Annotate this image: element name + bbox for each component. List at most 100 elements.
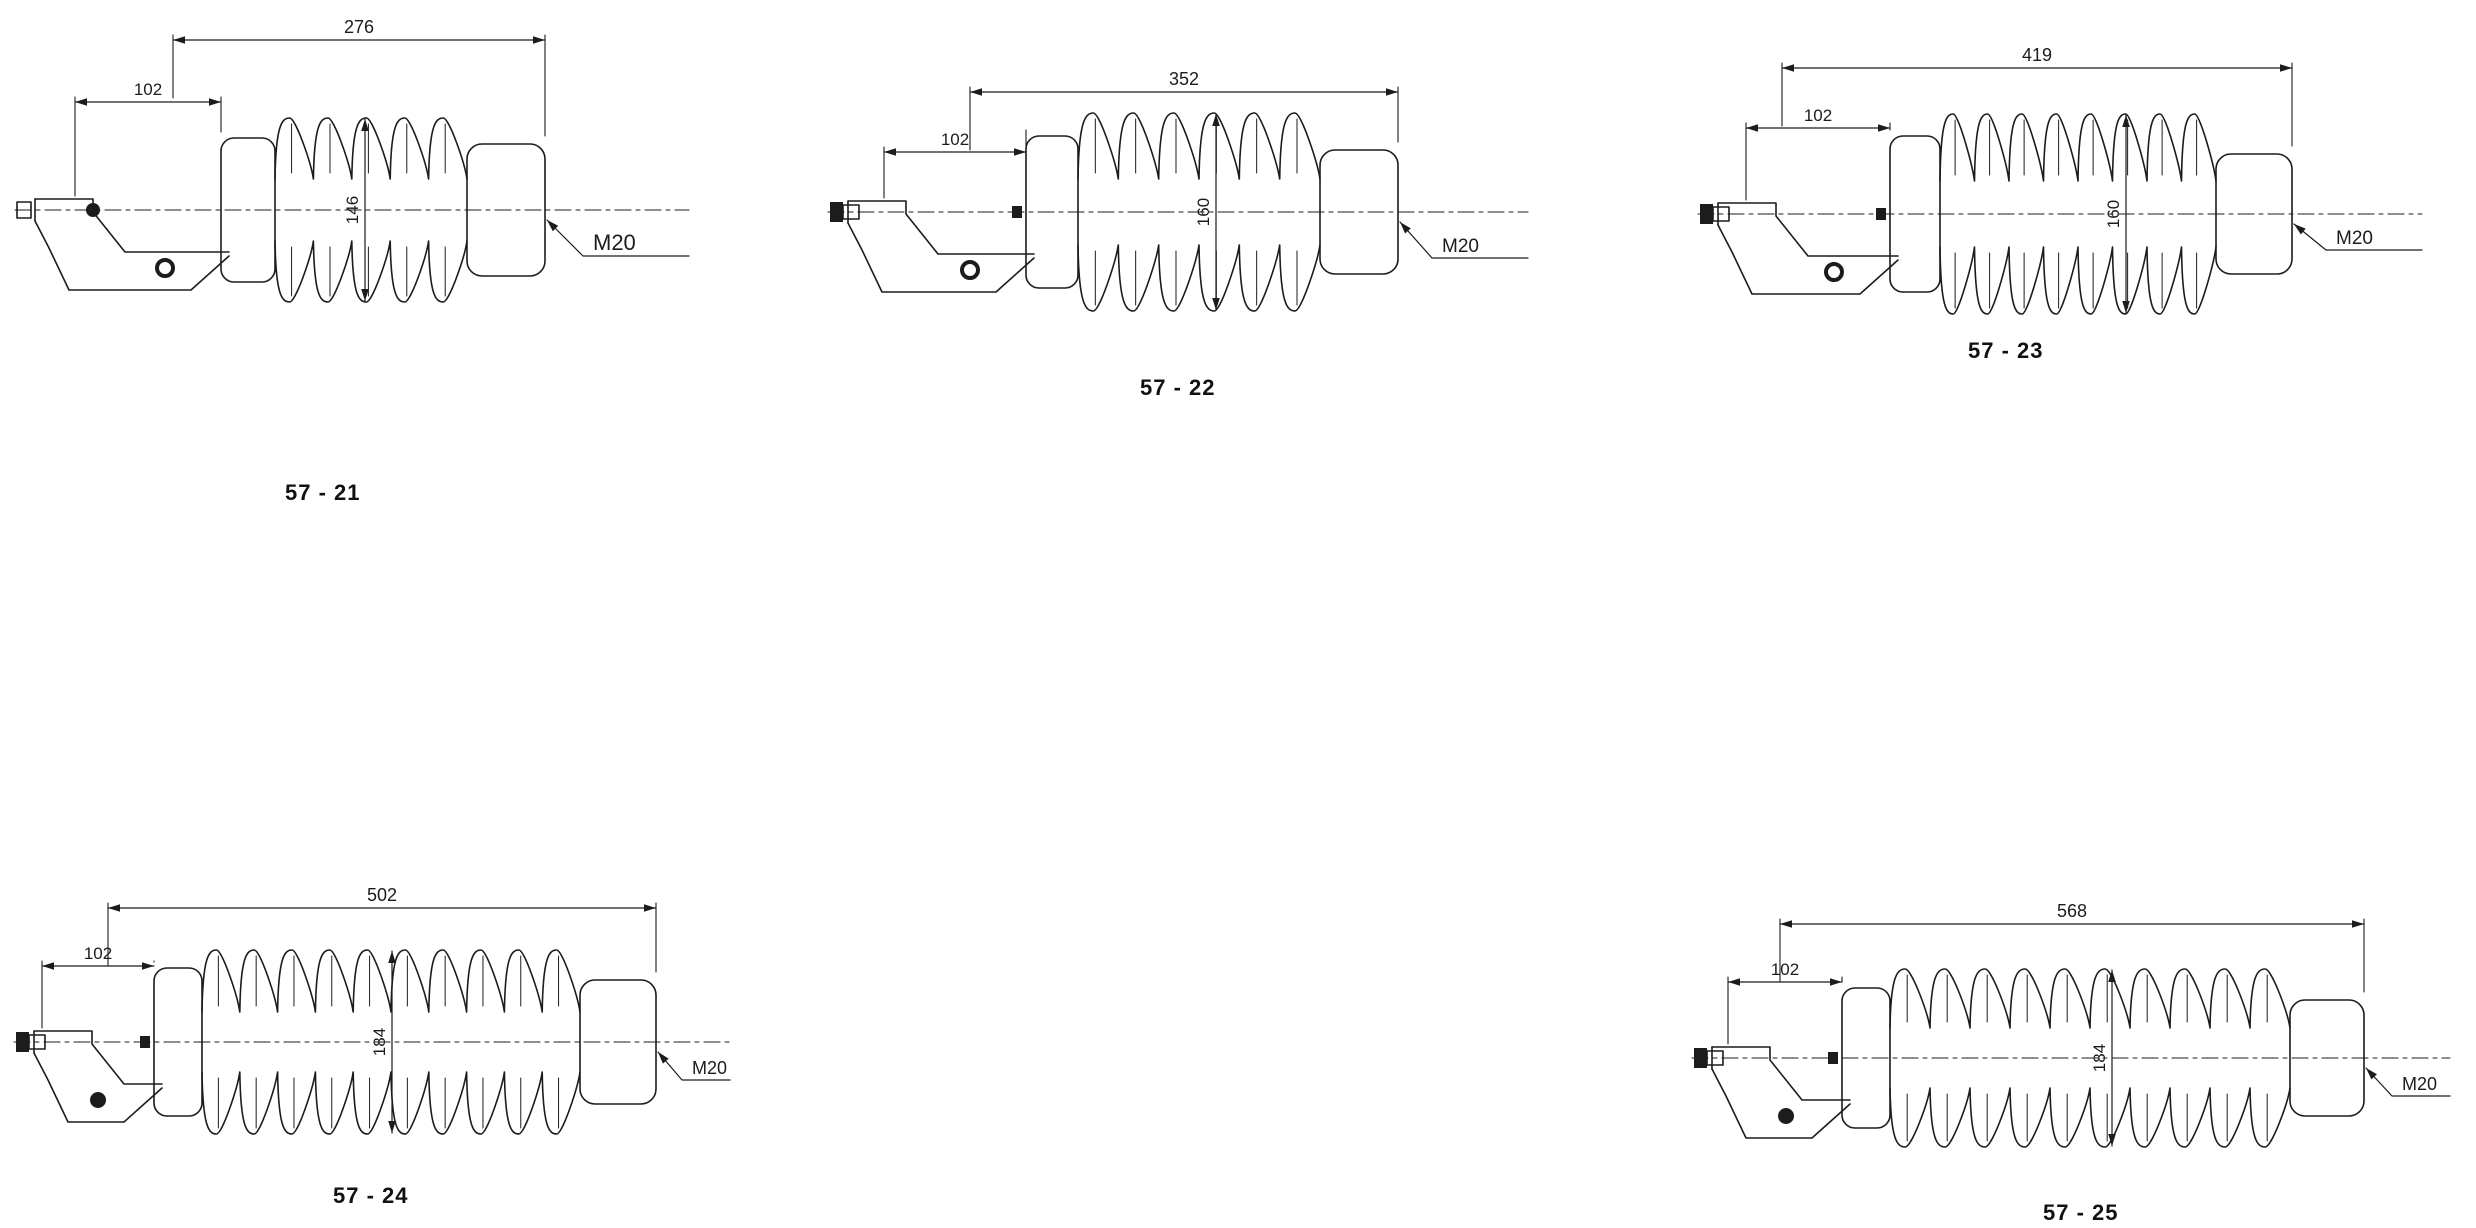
diameter-dimension-label: 146 [343, 196, 362, 224]
mounting-bracket [1700, 202, 1899, 295]
dimension-arrowhead [884, 148, 896, 156]
thread-leader-line [2365, 1067, 2451, 1097]
dimension-arrowhead [547, 220, 559, 232]
dimension-arrowhead [2108, 970, 2116, 982]
weathersheds-upper-profile [1939, 113, 2217, 182]
dimension-arrowhead [658, 1052, 669, 1064]
dimension-arrowhead [2122, 115, 2130, 127]
dimension-arrowhead [1830, 978, 1842, 986]
end-bolt [1700, 204, 1713, 224]
dimension-arrowhead [1728, 978, 1740, 986]
weathersheds-upper-profile [201, 949, 581, 1013]
end-bolt-collar [28, 1034, 46, 1050]
right-end-cap [466, 143, 546, 277]
total-length-dimension-label: 502 [367, 885, 397, 905]
mount-length-dimension-label: 102 [1771, 960, 1799, 979]
weathersheds-lower-profile [201, 1071, 581, 1135]
dimension-arrowhead [1212, 298, 1220, 310]
mounting-bracket [16, 1030, 163, 1123]
right-end-cap [2289, 999, 2365, 1117]
dimension-arrowhead [970, 88, 982, 96]
dimension-arrowhead [142, 962, 154, 970]
mounting-bracket [830, 200, 1035, 293]
bracket-hole [155, 258, 175, 278]
bracket-hole [1824, 262, 1844, 282]
right-end-cap [579, 979, 657, 1105]
weathersheds-lower-profile [1077, 244, 1321, 312]
dimension-arrowhead [1400, 222, 1411, 234]
mounting-bracket [1694, 1046, 1851, 1139]
thread-label: M20 [692, 1058, 727, 1078]
dimension-arrowhead [1212, 114, 1220, 126]
thread-label: M20 [2336, 228, 2373, 249]
thread-leader-line [1399, 221, 1529, 259]
dimension-arrowhead [644, 904, 656, 912]
dimension-arrowhead [2294, 224, 2306, 235]
mount-length-dimension-label: 102 [84, 944, 112, 963]
dimension-arrowhead [1746, 124, 1758, 132]
figure-label-57-24: 57 - 24 [333, 1183, 409, 1208]
diameter-dimension-label: 160 [2104, 200, 2123, 228]
dimension-arrowhead [42, 962, 54, 970]
thread-label: M20 [593, 230, 636, 255]
fitting-bolt [140, 1036, 150, 1048]
dimension-arrowhead [2122, 301, 2130, 313]
dimension-arrowhead [1386, 88, 1398, 96]
dimension-arrowhead [1780, 920, 1792, 928]
figure-label-57-25: 57 - 25 [2043, 1200, 2119, 1225]
dimension-arrowhead [1782, 64, 1794, 72]
fitting-bolt [86, 203, 100, 217]
dimension-arrowhead [1014, 148, 1026, 156]
left-end-fitting [1841, 987, 1891, 1129]
dimension-arrowhead [361, 119, 369, 131]
left-end-fitting [1889, 135, 1941, 293]
end-bolt [1694, 1048, 1707, 1068]
dimension-arrowhead [361, 289, 369, 301]
thread-leader-line [657, 1051, 731, 1081]
left-end-fitting [220, 137, 276, 283]
weathersheds-upper-profile [1889, 968, 2291, 1029]
weathersheds-upper-profile [1077, 112, 1321, 180]
dimension-arrowhead [2108, 1134, 2116, 1146]
dimension-arrowhead [108, 904, 120, 912]
mounting-bracket [16, 198, 230, 291]
weathersheds-lower-profile [1939, 246, 2217, 315]
dimension-arrowhead [388, 951, 396, 963]
dimension-arrowhead [209, 98, 221, 106]
fitting-bolt [1828, 1052, 1838, 1064]
figure-label-57-23: 57 - 23 [1968, 338, 2044, 363]
dimension-arrowhead [533, 36, 545, 44]
dimension-arrowhead [2366, 1068, 2377, 1080]
dimension-arrowhead [173, 36, 185, 44]
bracket-hole [960, 260, 980, 280]
diameter-dimension-label: 184 [2090, 1044, 2109, 1072]
dimension-arrowhead [1878, 124, 1890, 132]
bracket-hole [90, 1092, 106, 1108]
dimension-arrowhead [75, 98, 87, 106]
total-length-dimension-label: 352 [1169, 69, 1199, 89]
mount-length-dimension-label: 102 [134, 80, 162, 99]
dimension-arrowhead [2280, 64, 2292, 72]
thread-label: M20 [1442, 236, 1479, 257]
right-end-cap [2215, 153, 2293, 275]
total-length-dimension-label: 568 [2057, 901, 2087, 921]
end-bolt [16, 1032, 29, 1052]
weathersheds-lower-profile [1889, 1087, 2291, 1148]
thread-label: M20 [2402, 1074, 2437, 1094]
thread-leader-line [546, 219, 690, 257]
total-length-dimension-label: 276 [344, 17, 374, 37]
end-bolt [16, 201, 32, 219]
weathersheds-lower-profile [274, 240, 468, 303]
weathersheds-upper-profile [274, 117, 468, 180]
end-bolt-collar [842, 204, 860, 220]
fitting-bolt [1012, 206, 1022, 218]
bracket-hole [1778, 1108, 1794, 1124]
end-bolt [830, 202, 843, 222]
